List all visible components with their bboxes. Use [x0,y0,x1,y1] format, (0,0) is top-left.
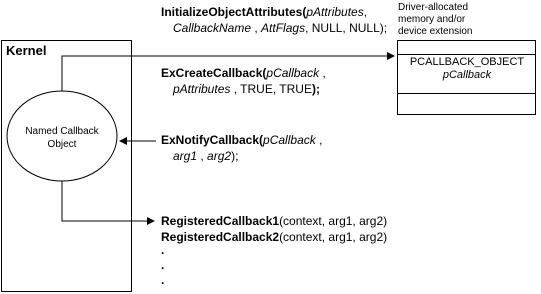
driver-note-line3: device extension [398,26,473,37]
kernel-label: Kernel [6,43,47,58]
ellipsis-dot-3: . [161,273,165,287]
notify-param-arg1: arg1 [173,149,198,163]
ellipsis-dot-1: . [161,243,165,257]
notify-param-arg2: arg2 [207,149,232,163]
init-param-attributes: pAttributes [306,5,364,19]
initialize-object-attributes-call: InitializeObjectAttributes(pAttributes, [161,5,367,20]
callback-object-var: pCallback [442,69,492,81]
registered-arrow [61,181,155,225]
registered-callback-2-args: (context, arg1, arg2) [279,230,388,244]
notify-open-paren: ( [259,133,264,147]
create-func-name: ExCreateCallback [161,66,263,80]
create-close: ); [311,82,320,96]
create-sep-1: , [319,66,326,80]
ex-create-callback-call: ExCreateCallback(pCallback , [161,66,326,81]
init-sep-2: , [251,21,262,35]
named-callback-line2: Object [47,139,77,150]
init-sep-1: , [363,5,368,19]
create-arrow [61,52,395,91]
driver-note-line2: memory and/or [398,14,466,25]
notify-func-name: ExNotifyCallback [161,133,260,147]
driver-allocated-note: Driver-allocated memory and/or device ex… [398,2,473,38]
registered-callback-1: RegisteredCallback1(context, arg1, arg2) [161,214,387,229]
create-open-paren: ( [262,66,267,80]
callback-object-type: PCALLBACK_OBJECT [409,56,525,68]
create-rest: , TRUE, TRUE [230,82,312,96]
registered-callback-1-name: RegisteredCallback1 [161,214,280,228]
notify-sep-2: , [197,149,208,163]
initialize-object-attributes-call-line2: CallbackName , AttFlags, NULL, NULL); [173,21,387,36]
kernel-box [1,40,132,292]
create-param-attributes: pAttributes [173,82,231,96]
ellipsis-dot-2: . [161,258,165,272]
registered-callback-2-name: RegisteredCallback2 [161,230,280,244]
ex-notify-callback-call: ExNotifyCallback(pCallback , [161,133,322,148]
init-param-att-flags: AttFlags [261,21,306,35]
init-func-name: InitializeObjectAttributes [161,5,303,19]
callback-object-box [397,40,536,115]
notify-param-callback: pCallback [263,133,316,147]
init-open-paren: ( [302,5,307,19]
notify-sep-1: , [315,133,323,147]
init-param-callback-name: CallbackName [173,21,252,35]
notify-close: ); [231,149,239,163]
init-rest: , NULL, NULL); [305,21,388,35]
driver-note-line1: Driver-allocated [398,2,469,13]
ex-notify-callback-call-line2: arg1 , arg2); [173,149,238,164]
registered-callback-1-args: (context, arg1, arg2) [279,214,388,228]
named-callback-line1: Named Callback [25,126,99,137]
create-param-callback: pCallback [266,66,320,80]
ex-create-callback-call-line2: pAttributes , TRUE, TRUE); [173,82,320,97]
registered-callback-2: RegisteredCallback2(context, arg1, arg2) [161,230,387,245]
callback-object-label: PCALLBACK_OBJECT pCallback [398,56,536,82]
named-callback-label: Named Callback Object [16,125,108,151]
